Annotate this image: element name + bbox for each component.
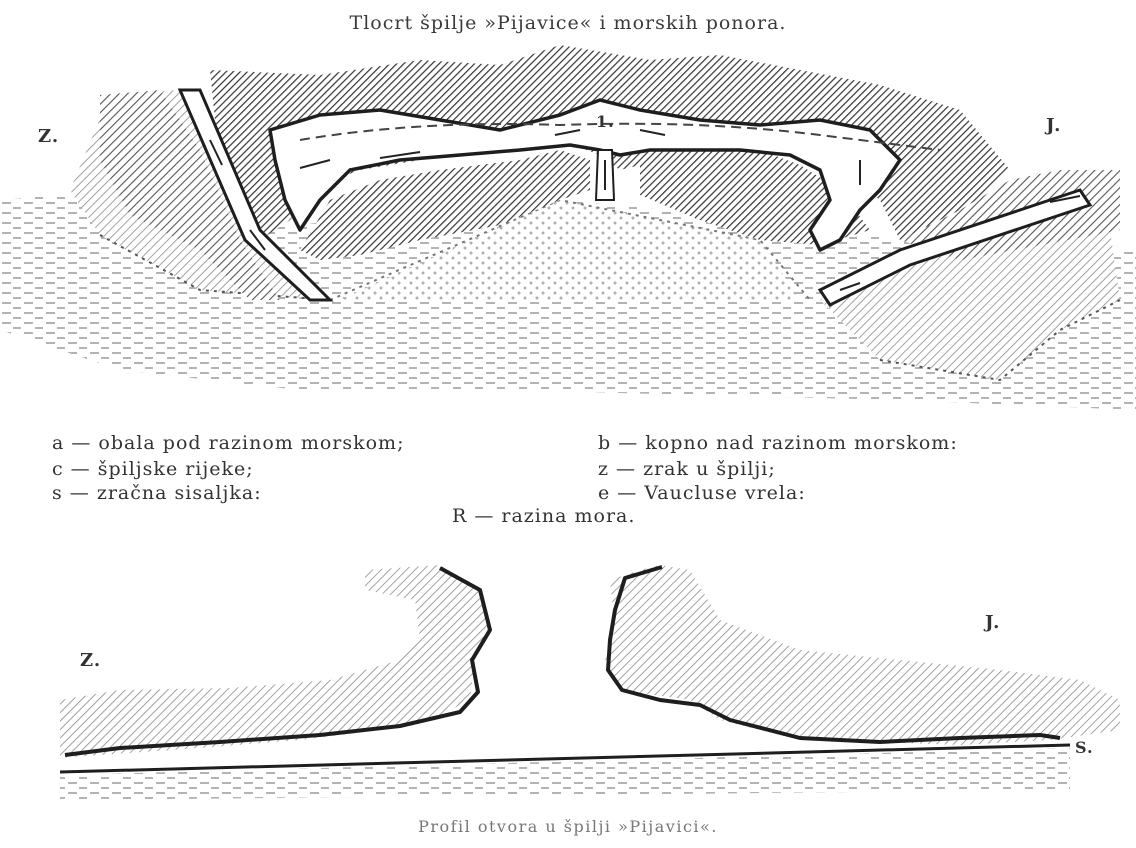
legend-c: c — špiljske rijeke; <box>52 458 254 480</box>
plan-cave-mark: 1. <box>596 112 615 131</box>
legend-e: e — Vaucluse vrela: <box>598 482 806 504</box>
sea-below-level <box>60 748 1070 800</box>
profile-rock-left <box>60 565 490 758</box>
legend-b: b — kopno nad razinom morskom: <box>598 432 958 454</box>
legend-a: a — obala pod razinom morskom; <box>52 432 404 454</box>
plan-compass-east: J. <box>1046 115 1061 136</box>
plan-compass-west: Z. <box>38 126 59 147</box>
profile-caption: Profil otvora u špilji »Pijavici«. <box>0 817 1136 836</box>
legend-s: s — zračna sisaljka: <box>52 482 262 504</box>
profile-compass-west: Z. <box>80 650 101 671</box>
profile-compass-east: J. <box>985 612 1000 633</box>
profile-rock-right <box>605 565 1120 745</box>
sea-level-mark: S. <box>1075 738 1094 757</box>
legend-z: z — zrak u špilji; <box>598 458 776 480</box>
legend-r: R — razina mora. <box>452 505 635 527</box>
